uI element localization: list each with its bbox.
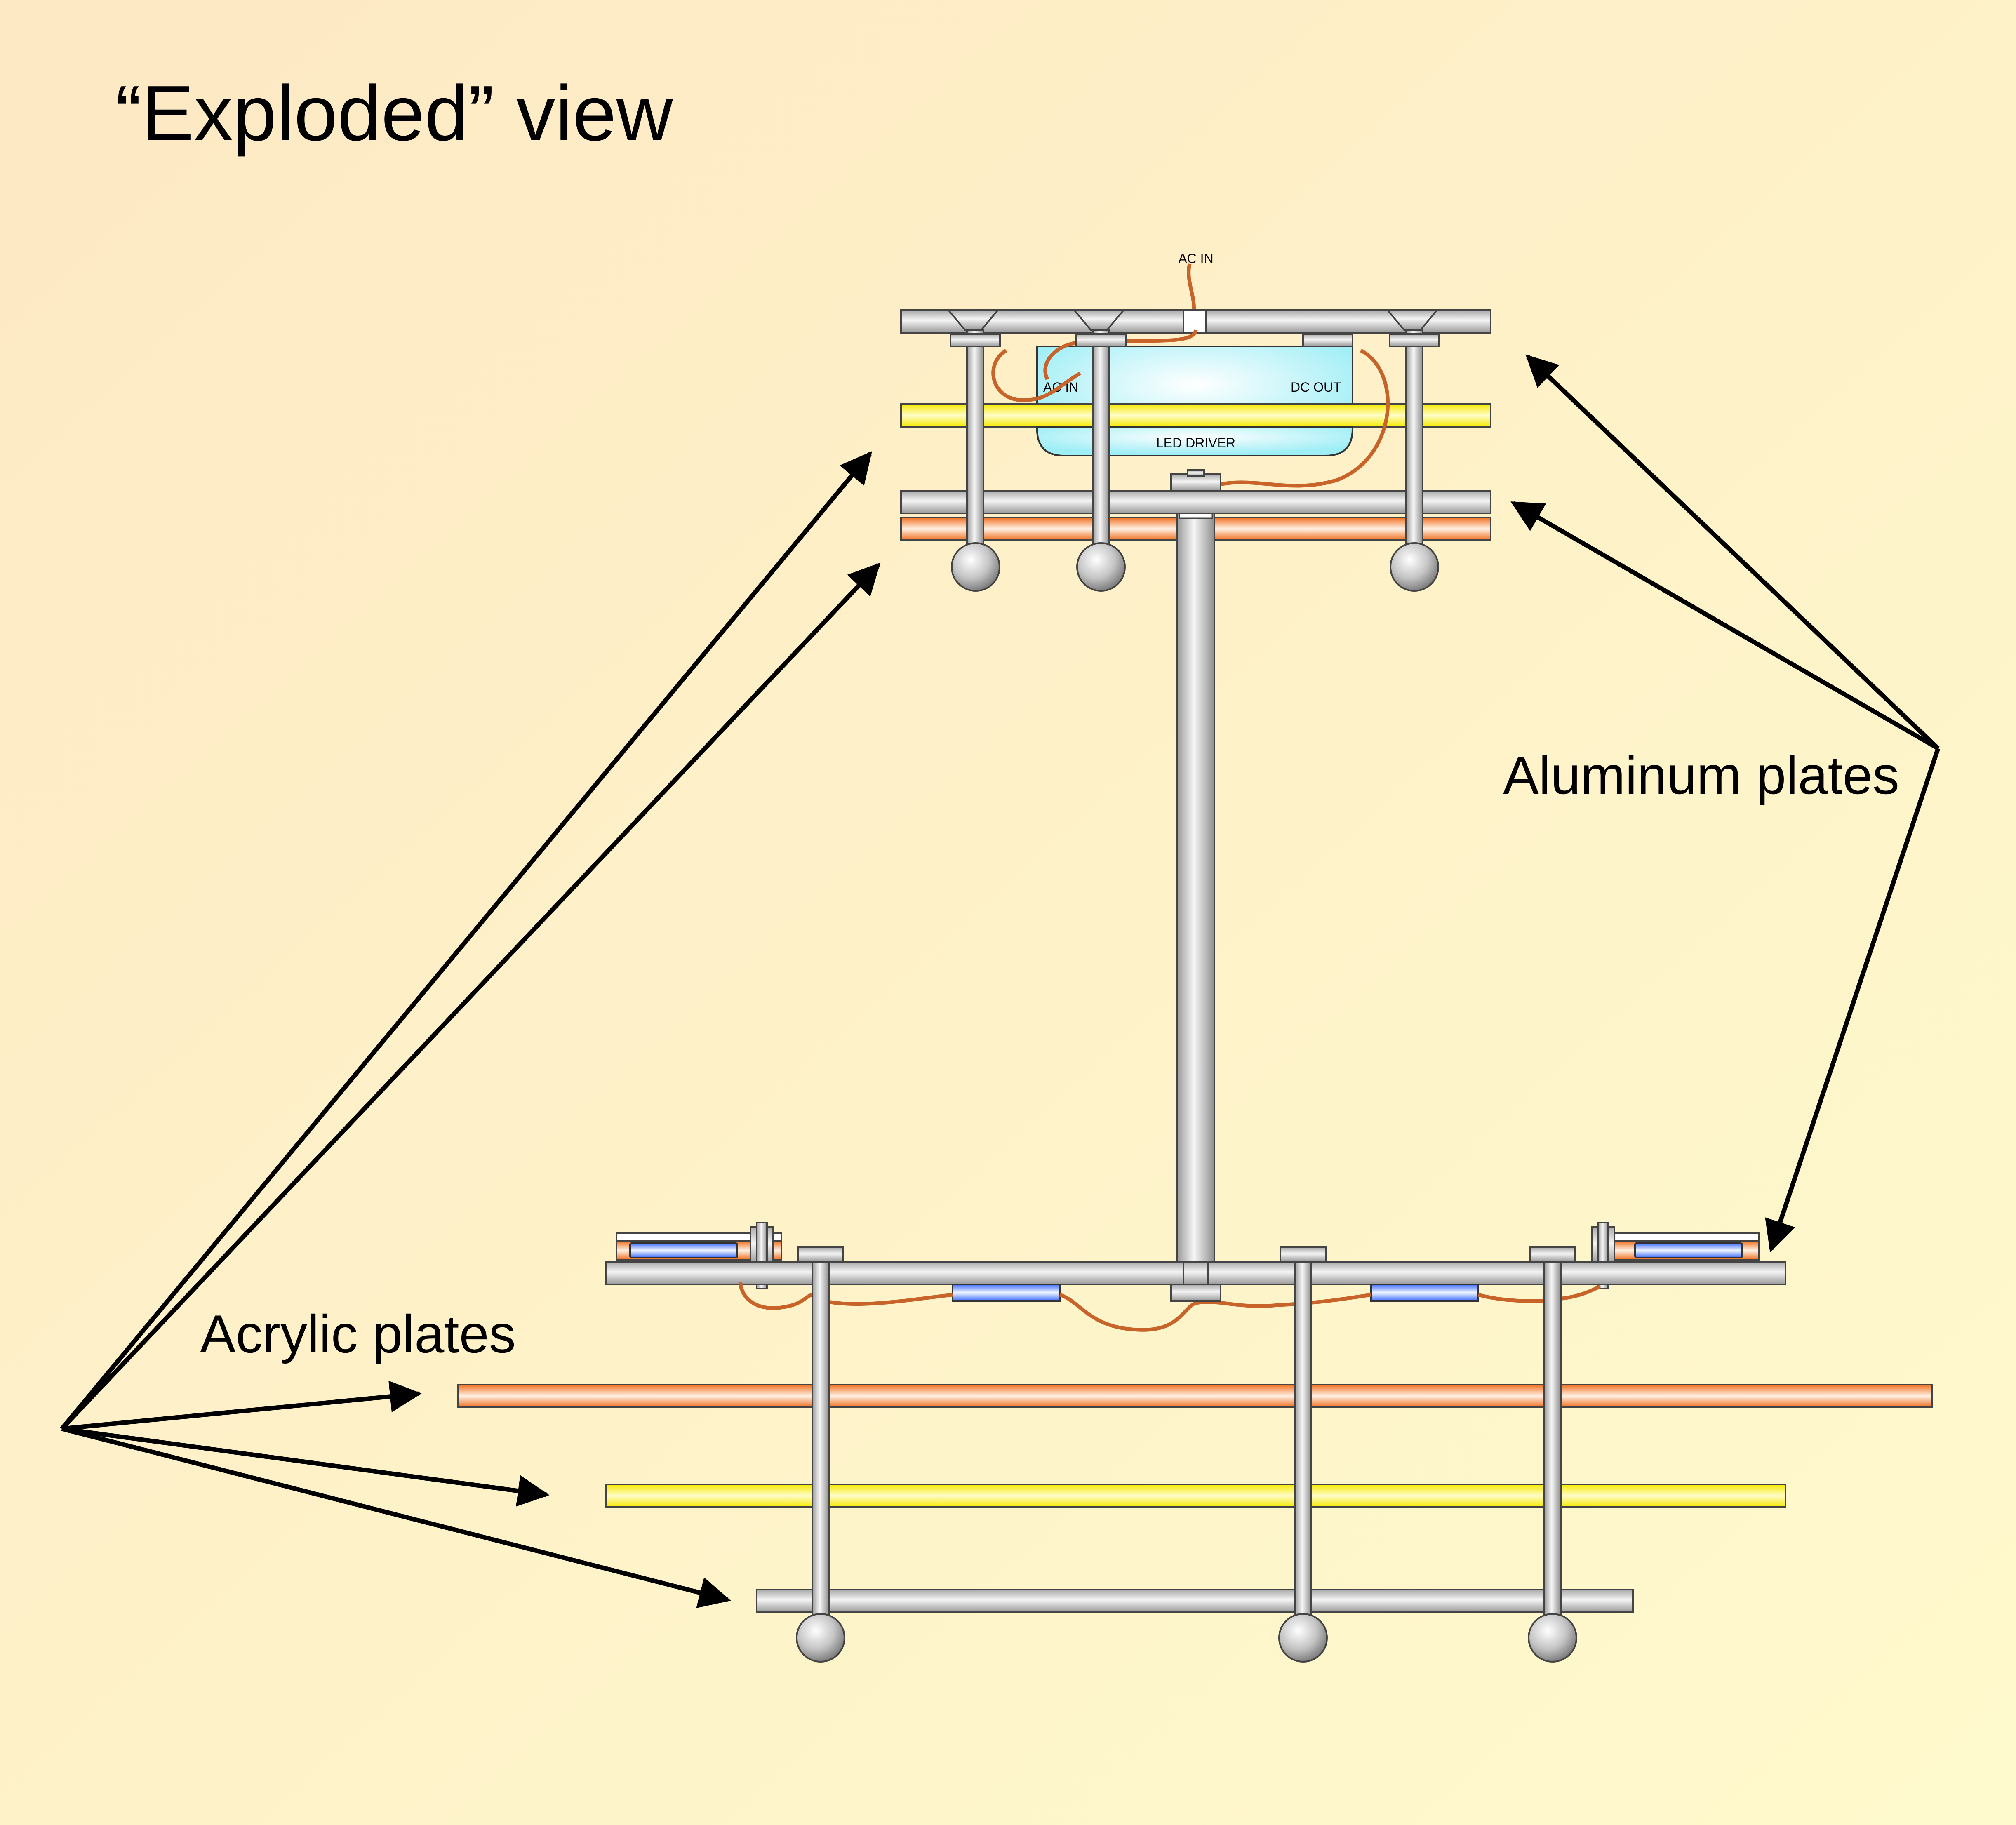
driver-dc-out-label: DC OUT [1291, 380, 1341, 395]
ac-in-wire [1187, 263, 1196, 314]
bottom-aluminum-plate [756, 1589, 1634, 1613]
lower-orange-acrylic-plate [457, 1384, 1933, 1408]
ac-in-top-label: AC IN [1178, 251, 1213, 266]
lower-ball-feet [796, 1613, 1577, 1663]
column-bottom-nut [1170, 1284, 1221, 1302]
acrylic-arrows [60, 451, 881, 1609]
upper-nuts [950, 333, 1440, 347]
countersunk-screw-heads [946, 309, 1439, 331]
upper-yellow-acrylic-plate [900, 403, 1491, 428]
cord-grommet [1183, 309, 1207, 334]
page-title: “Exploded” view [115, 70, 673, 157]
lower-assembly [457, 1222, 1933, 1663]
upper-assembly: AC IN AC IN DC OUT LED DRIVER LED DRIVER [900, 251, 1491, 592]
lower-yellow-acrylic-plate [605, 1484, 1786, 1508]
driver-name-label-overlay: LED DRIVER [1156, 435, 1235, 450]
acrylic-plates-label: Acrylic plates [200, 1304, 516, 1364]
lower-rods [812, 1249, 1562, 1630]
aluminum-plates-label: Aluminum plates [1503, 745, 1899, 805]
lower-right-led-module [1591, 1222, 1760, 1289]
aluminum-arrows [1510, 354, 1941, 1253]
upper-lower-aluminum-plate [900, 490, 1491, 514]
upper-ball-feet [951, 542, 1439, 592]
lower-left-led-module [616, 1222, 782, 1289]
central-column [1176, 513, 1215, 1271]
lower-center-led-right [1370, 1284, 1479, 1302]
upper-rods [966, 329, 1423, 553]
upper-wire-driver-out [1211, 348, 1390, 489]
lower-center-led-left [952, 1284, 1061, 1302]
lower-nuts [797, 1246, 1576, 1263]
upper-wire-left [991, 349, 1082, 402]
